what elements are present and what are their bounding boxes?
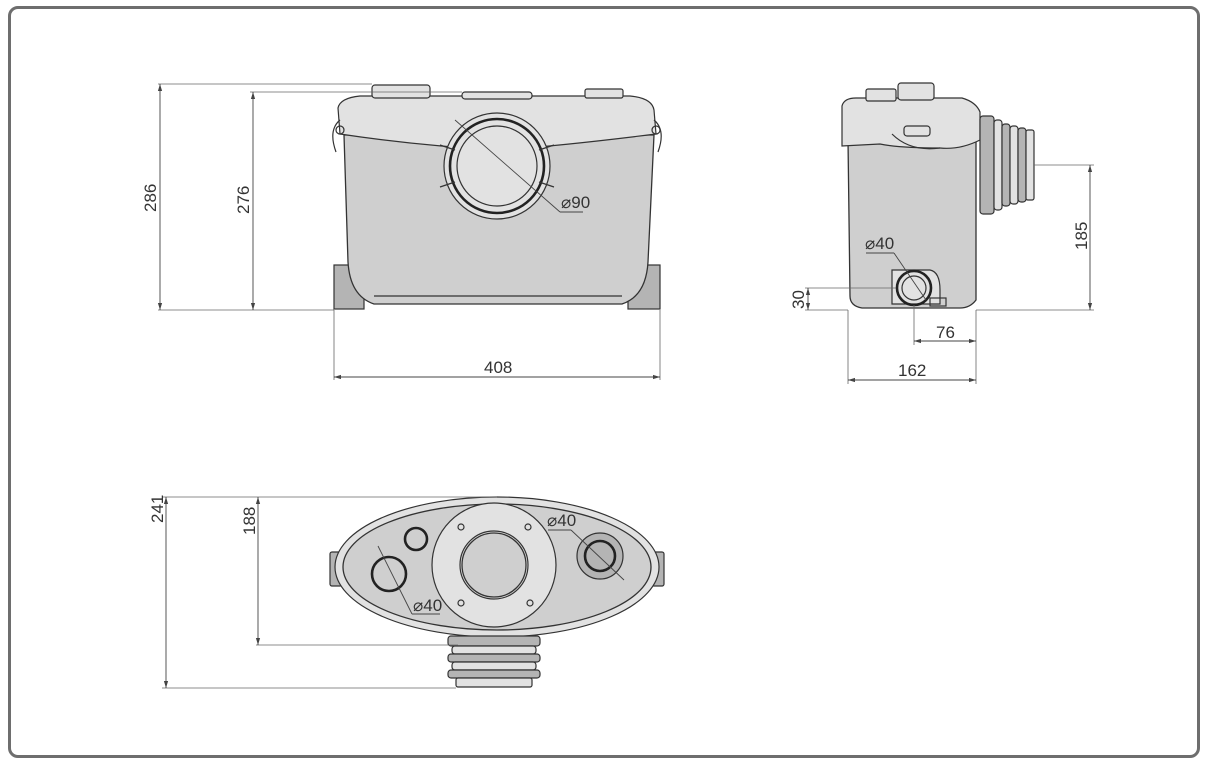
front-width-label: 408 [484,358,512,377]
side-view: ⌀40 185 30 76 162 [789,82,1094,384]
side-outlet-height-label: 185 [1072,222,1091,250]
top-right-inlet-diameter-label: ⌀40 [547,511,576,530]
top-left-inlet-diameter-label: ⌀40 [413,596,442,615]
side-body [847,139,977,309]
side-top-cap-left [865,88,897,102]
top-left-inlet [370,555,408,593]
side-bellows-outlet [979,115,1035,215]
front-outlet-outer [443,112,551,220]
front-outlet-diameter-label: ⌀90 [561,193,590,212]
front-view: ⌀90 286 276 408 [141,83,662,380]
front-top-cap-left [371,84,431,99]
side-inlet-diameter-label: ⌀40 [865,234,894,253]
top-bellows-outlet [447,635,541,688]
side-inlet-height-label: 30 [789,290,808,309]
side-depth-label: 162 [898,361,926,380]
top-depth-total-label: 241 [148,495,167,523]
side-lid [841,97,981,149]
front-top-cap-center [461,91,533,100]
top-center-port [461,532,527,598]
front-left-clip [332,119,341,153]
top-depth-body-label: 188 [240,507,259,535]
front-top-cap-right [584,88,624,99]
front-height-body-label: 276 [234,186,253,214]
front-outlet-ring [448,117,546,215]
front-outlet-inner [456,125,538,207]
front-right-clip [653,119,662,153]
top-small-opening [403,526,429,552]
side-top-cap-right [897,82,935,101]
front-height-total-label: 286 [141,184,160,212]
top-view: ⌀40 ⌀40 241 188 [148,495,665,689]
side-inlet-offset-label: 76 [936,323,955,342]
